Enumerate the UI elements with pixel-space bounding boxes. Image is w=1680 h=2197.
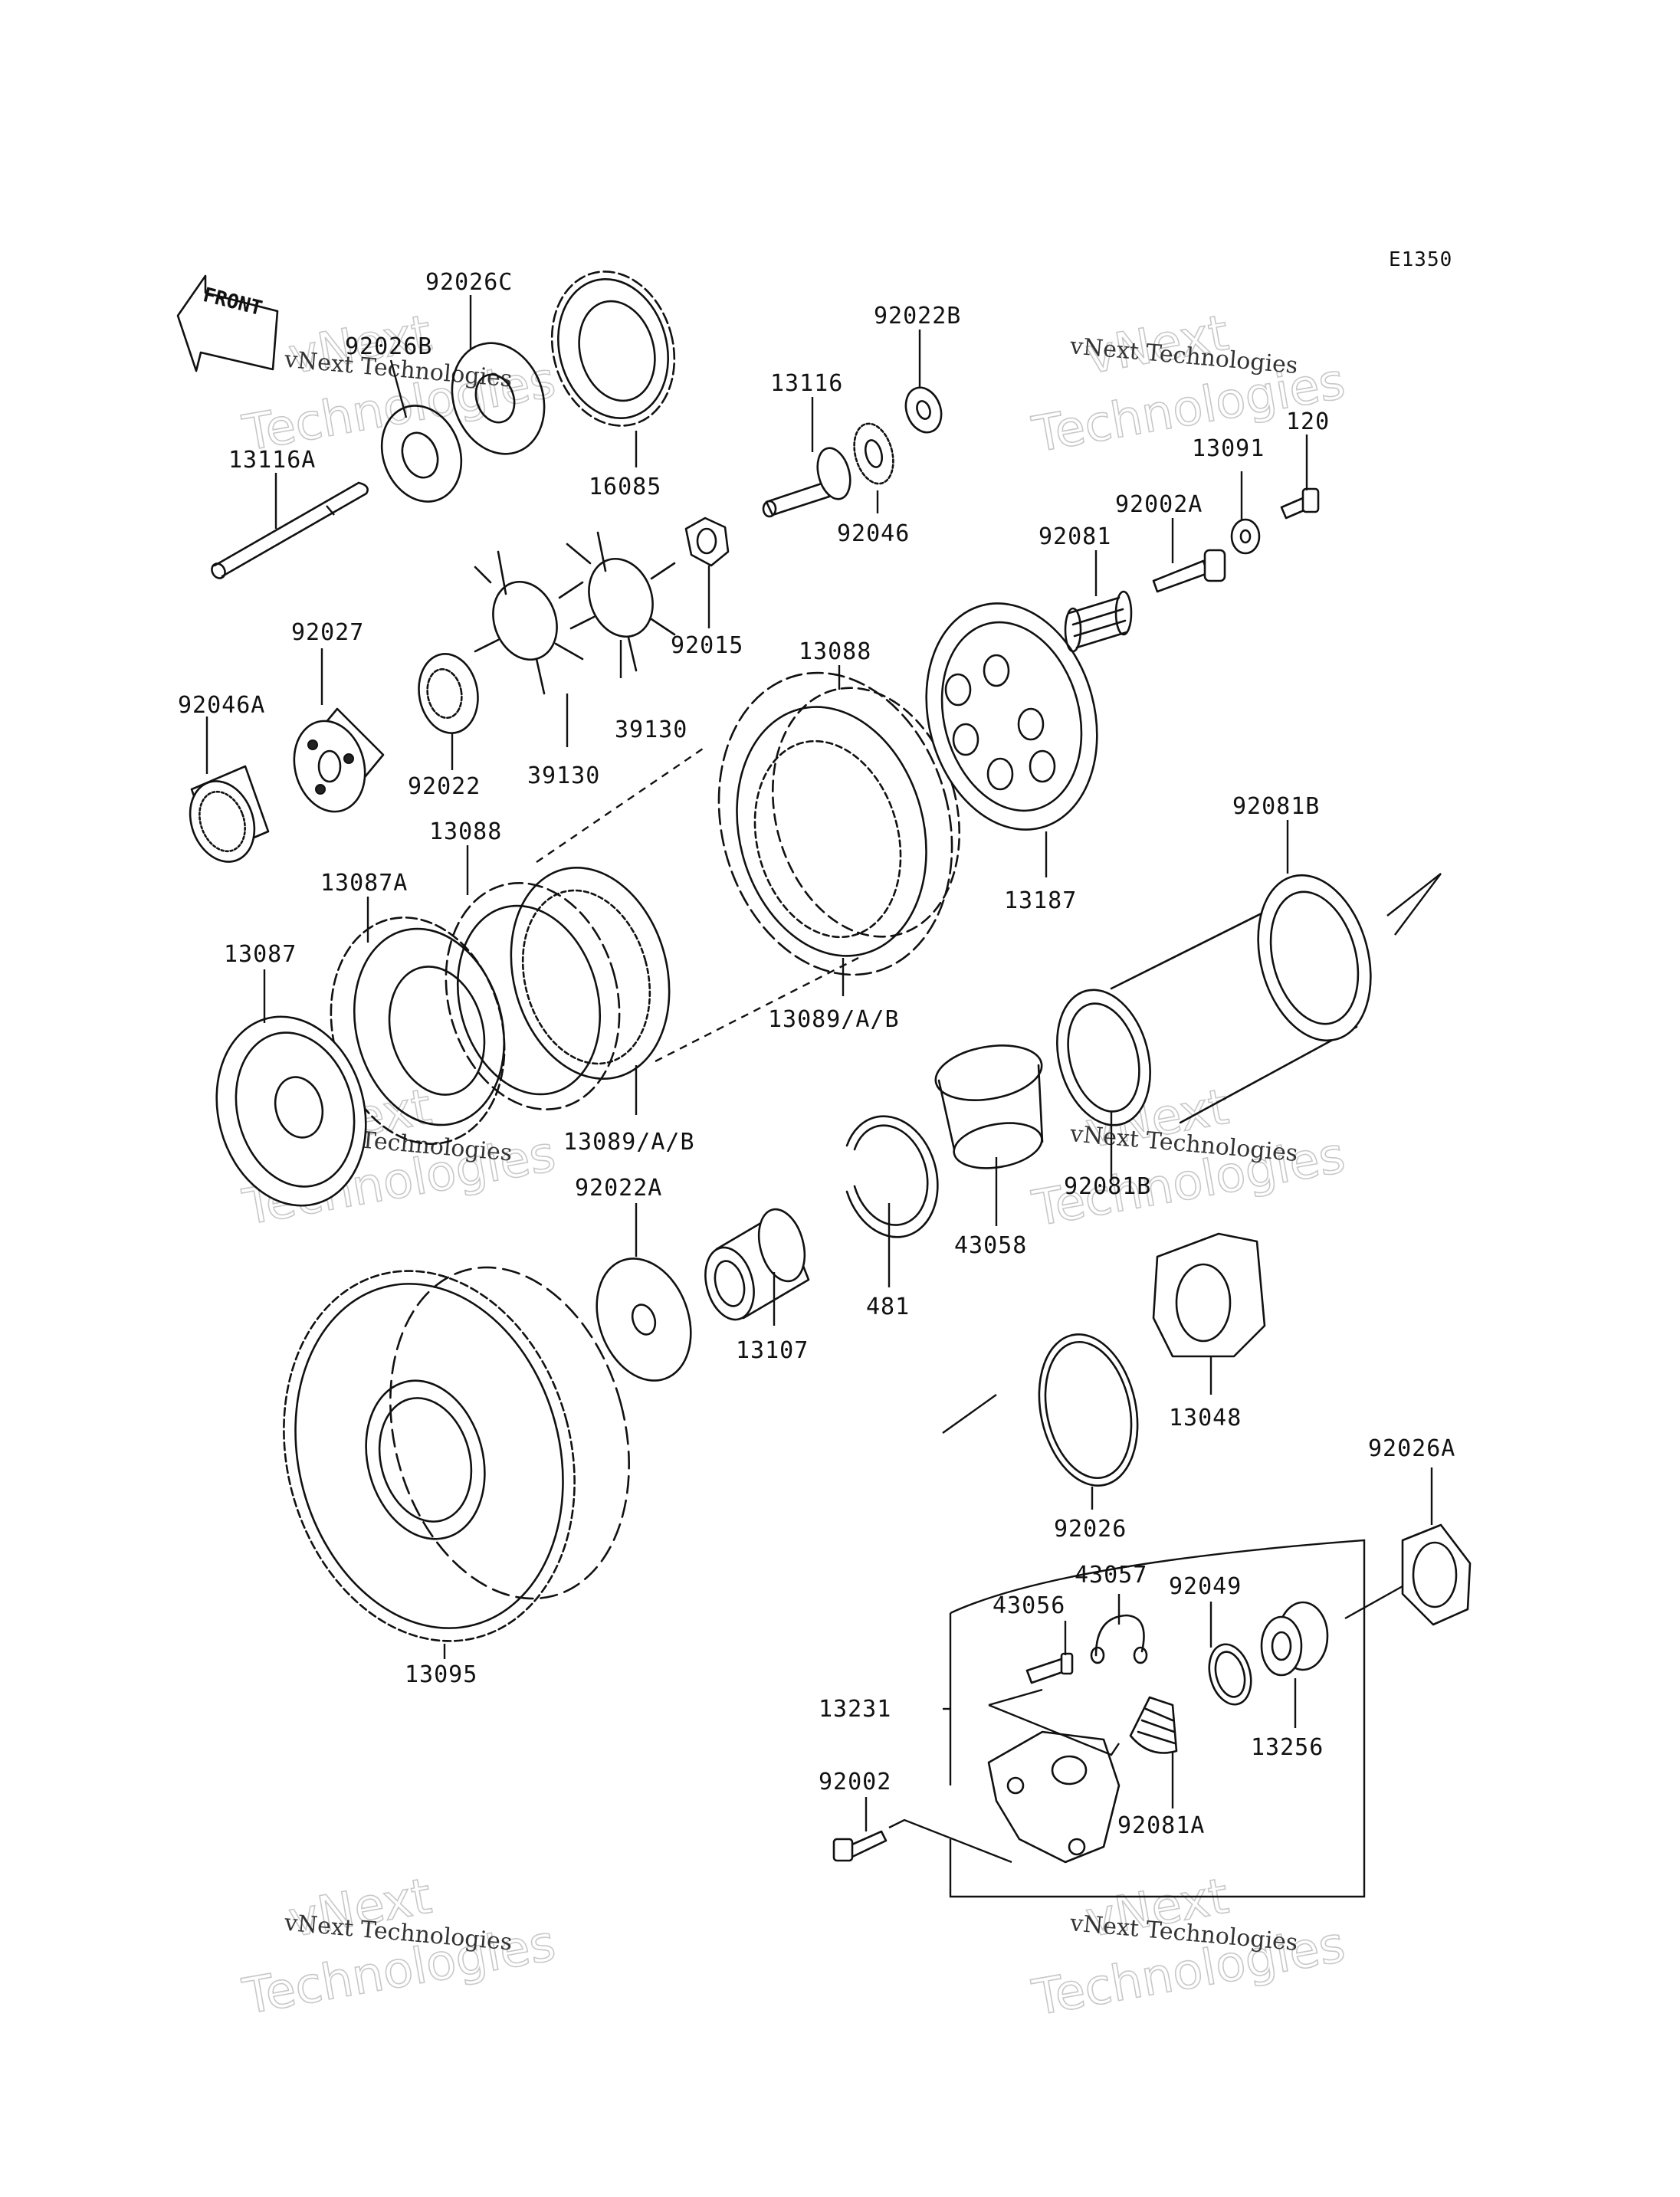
gear-16085-drawing — [550, 271, 676, 427]
part-number-labels: 92026C 92026B 13116A 16085 92022B 13116 … — [178, 269, 1455, 1839]
washer-92022A-drawing — [596, 1258, 692, 1382]
diagram-code: E1350 — [1389, 248, 1452, 271]
washer-92022B-drawing — [904, 386, 943, 434]
clutch-plate-13087-drawing — [215, 1015, 367, 1207]
part-label-92026A: 92026A — [1368, 1435, 1455, 1462]
watermark-bottom-right: vNext Technologies vNext Technologies — [1028, 1867, 1350, 2028]
sleeve-13107-drawing — [704, 1208, 810, 1321]
friction-plate-13088-group-drawing — [717, 671, 961, 976]
lock-washer-39130b-drawing — [566, 531, 676, 672]
leader-lines — [205, 295, 1433, 1831]
gasket-92026A-drawing — [1344, 1523, 1472, 1626]
spring-92081-drawing — [1064, 590, 1133, 653]
part-label-92002A: 92002A — [1115, 491, 1203, 518]
bleed-valve-43056-drawing — [1025, 1652, 1074, 1684]
lock-washer-39130a-drawing — [474, 550, 584, 695]
bolt-120-drawing — [1280, 487, 1320, 520]
part-label-13256: 13256 — [1251, 1734, 1324, 1761]
part-label-13087: 13087 — [224, 941, 297, 968]
part-label-92015: 92015 — [671, 632, 743, 659]
part-label-13107: 13107 — [736, 1337, 809, 1364]
part-label-43057: 43057 — [1075, 1562, 1147, 1589]
clutch-housing-13095-drawing — [283, 1266, 630, 1642]
nut-13091-drawing — [1230, 518, 1261, 555]
part-label-13091: 13091 — [1192, 435, 1265, 462]
part-label-13088-b: 13088 — [429, 818, 502, 845]
part-label-92002: 92002 — [819, 1769, 891, 1795]
bearing-13256-drawing — [1260, 1601, 1329, 1677]
watermark-bottom-left: vNext Technologies vNext Technologies — [238, 1867, 560, 2027]
steel-plate-13089-left-drawing — [510, 867, 671, 1080]
part-label-13087A: 13087A — [320, 870, 408, 897]
part-label-92081B-b: 92081B — [1064, 1173, 1151, 1200]
part-label-13048: 13048 — [1169, 1405, 1242, 1431]
washer-92026C-drawing — [451, 342, 546, 455]
part-label-92022: 92022 — [408, 773, 481, 800]
part-label-92081B-a: 92081B — [1232, 793, 1320, 820]
release-assembly-13231-outline — [943, 1539, 1366, 1898]
nut-92015-drawing — [684, 516, 730, 567]
part-label-92026B: 92026B — [345, 333, 432, 360]
push-rod-drawing — [211, 481, 369, 579]
part-label-13231: 13231 — [819, 1696, 891, 1723]
part-label-13089-a: 13089/A/B — [768, 1006, 900, 1033]
part-label-92022A: 92022A — [575, 1175, 662, 1202]
part-label-13089-b: 13089/A/B — [563, 1129, 695, 1156]
circlip-481-drawing — [845, 1115, 939, 1238]
part-label-39130-b: 39130 — [615, 716, 687, 743]
part-label-13116A: 13116A — [228, 447, 316, 474]
seal-92049-drawing — [1208, 1643, 1252, 1706]
part-label-120: 120 — [1286, 408, 1330, 435]
part-label-92046: 92046 — [837, 520, 910, 547]
part-label-92022B: 92022B — [874, 303, 961, 330]
bushing-43058-drawing — [934, 1044, 1044, 1169]
release-cylinder-13231-drawing — [987, 1688, 1121, 1864]
part-label-92081A: 92081A — [1117, 1812, 1205, 1839]
washer-92026B-drawing — [380, 405, 463, 503]
part-label-92026: 92026 — [1054, 1516, 1127, 1543]
part-label-92046A: 92046A — [178, 692, 265, 719]
spring-92081B-drawing — [1056, 873, 1442, 1126]
bearing-92046-drawing — [853, 422, 894, 485]
guide-13048-drawing — [1152, 1232, 1266, 1358]
collar-92022-drawing — [418, 653, 479, 734]
o-ring-92026-drawing — [942, 1333, 1139, 1487]
part-label-92026C: 92026C — [425, 269, 513, 296]
part-label-13187: 13187 — [1004, 887, 1077, 914]
pressure-plate-13187-drawing — [925, 602, 1098, 831]
part-label-39130-a: 39130 — [527, 762, 600, 789]
watermark-top-right: vNext Technologies vNext Technologies — [1028, 304, 1350, 464]
part-label-92027: 92027 — [291, 619, 364, 646]
bolt-92002A-drawing — [1152, 549, 1226, 593]
spacer-92027-drawing — [293, 707, 385, 813]
part-label-481: 481 — [866, 1294, 910, 1320]
clip-43057-drawing — [1090, 1614, 1148, 1664]
friction-plate-13088-left-drawing — [445, 882, 621, 1110]
part-label-13116: 13116 — [770, 370, 843, 397]
alignment-lines — [536, 746, 859, 1063]
needle-bearing-92046A-drawing — [189, 765, 270, 863]
watermark-top-left: vNext Technologies vNext Technologies — [238, 304, 560, 464]
part-label-92081: 92081 — [1039, 523, 1111, 550]
front-arrow-icon: FRONT — [176, 274, 279, 372]
push-piece-13116-drawing — [762, 447, 851, 518]
part-label-43058: 43058 — [954, 1232, 1027, 1259]
part-label-13095: 13095 — [405, 1661, 477, 1688]
part-label-13088-a: 13088 — [799, 638, 871, 665]
bolt-92002-drawing — [832, 1818, 1012, 1864]
spring-92081A-drawing — [1129, 1696, 1178, 1754]
part-label-16085: 16085 — [589, 474, 661, 500]
part-label-92049: 92049 — [1169, 1573, 1242, 1600]
part-label-43056: 43056 — [993, 1592, 1065, 1619]
